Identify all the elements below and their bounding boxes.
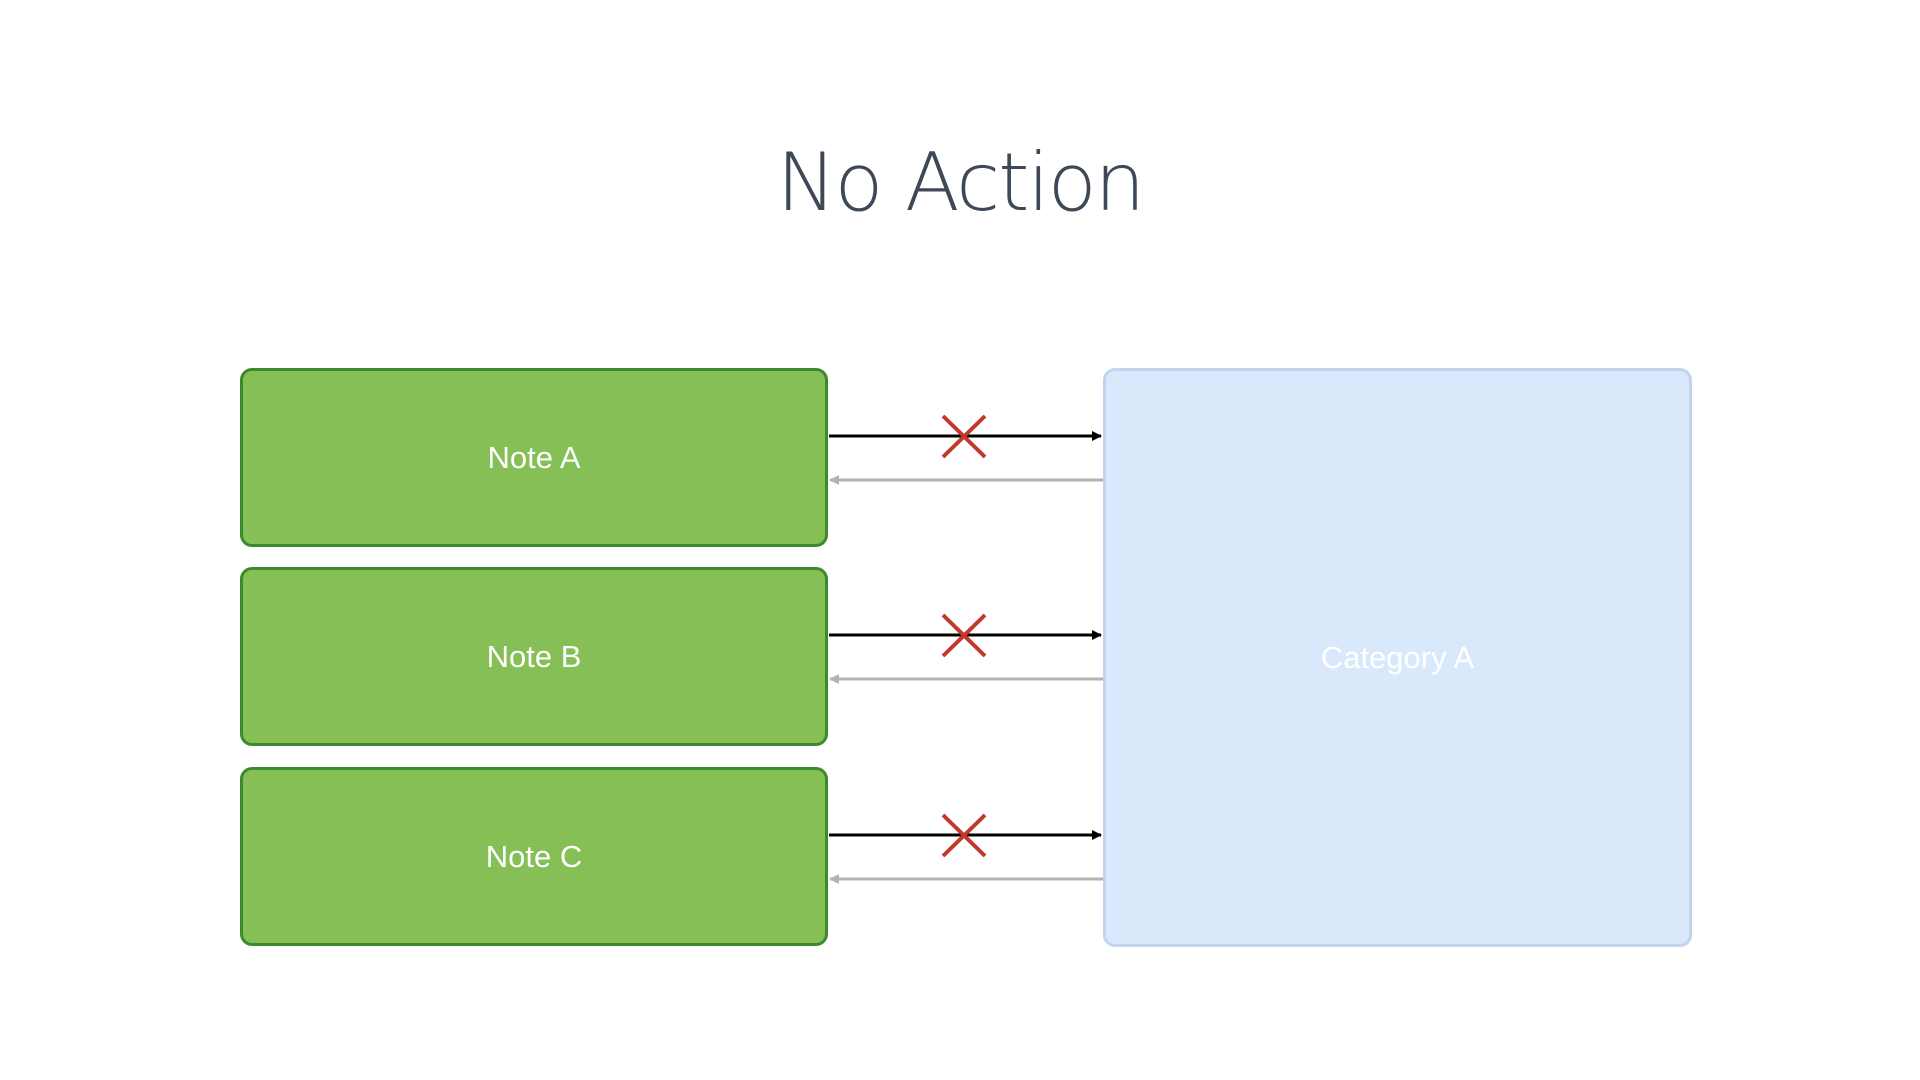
connector-note-b bbox=[829, 613, 1103, 684]
note-b-label: Note B bbox=[486, 638, 582, 674]
page-title: No Action bbox=[776, 136, 1146, 229]
note-a-box: Note A bbox=[240, 368, 828, 547]
cross-icon bbox=[941, 613, 987, 658]
note-c-label: Note C bbox=[485, 838, 583, 874]
category-a-box: Category A bbox=[1103, 368, 1692, 947]
cross-icon bbox=[941, 813, 987, 858]
cross-icon bbox=[941, 414, 987, 459]
connector-note-c bbox=[829, 813, 1103, 884]
connector-note-a bbox=[829, 414, 1103, 485]
note-b-box: Note B bbox=[240, 567, 828, 746]
note-a-label: Note A bbox=[487, 439, 581, 475]
note-c-box: Note C bbox=[240, 767, 828, 946]
category-a-label: Category A bbox=[1320, 639, 1475, 675]
